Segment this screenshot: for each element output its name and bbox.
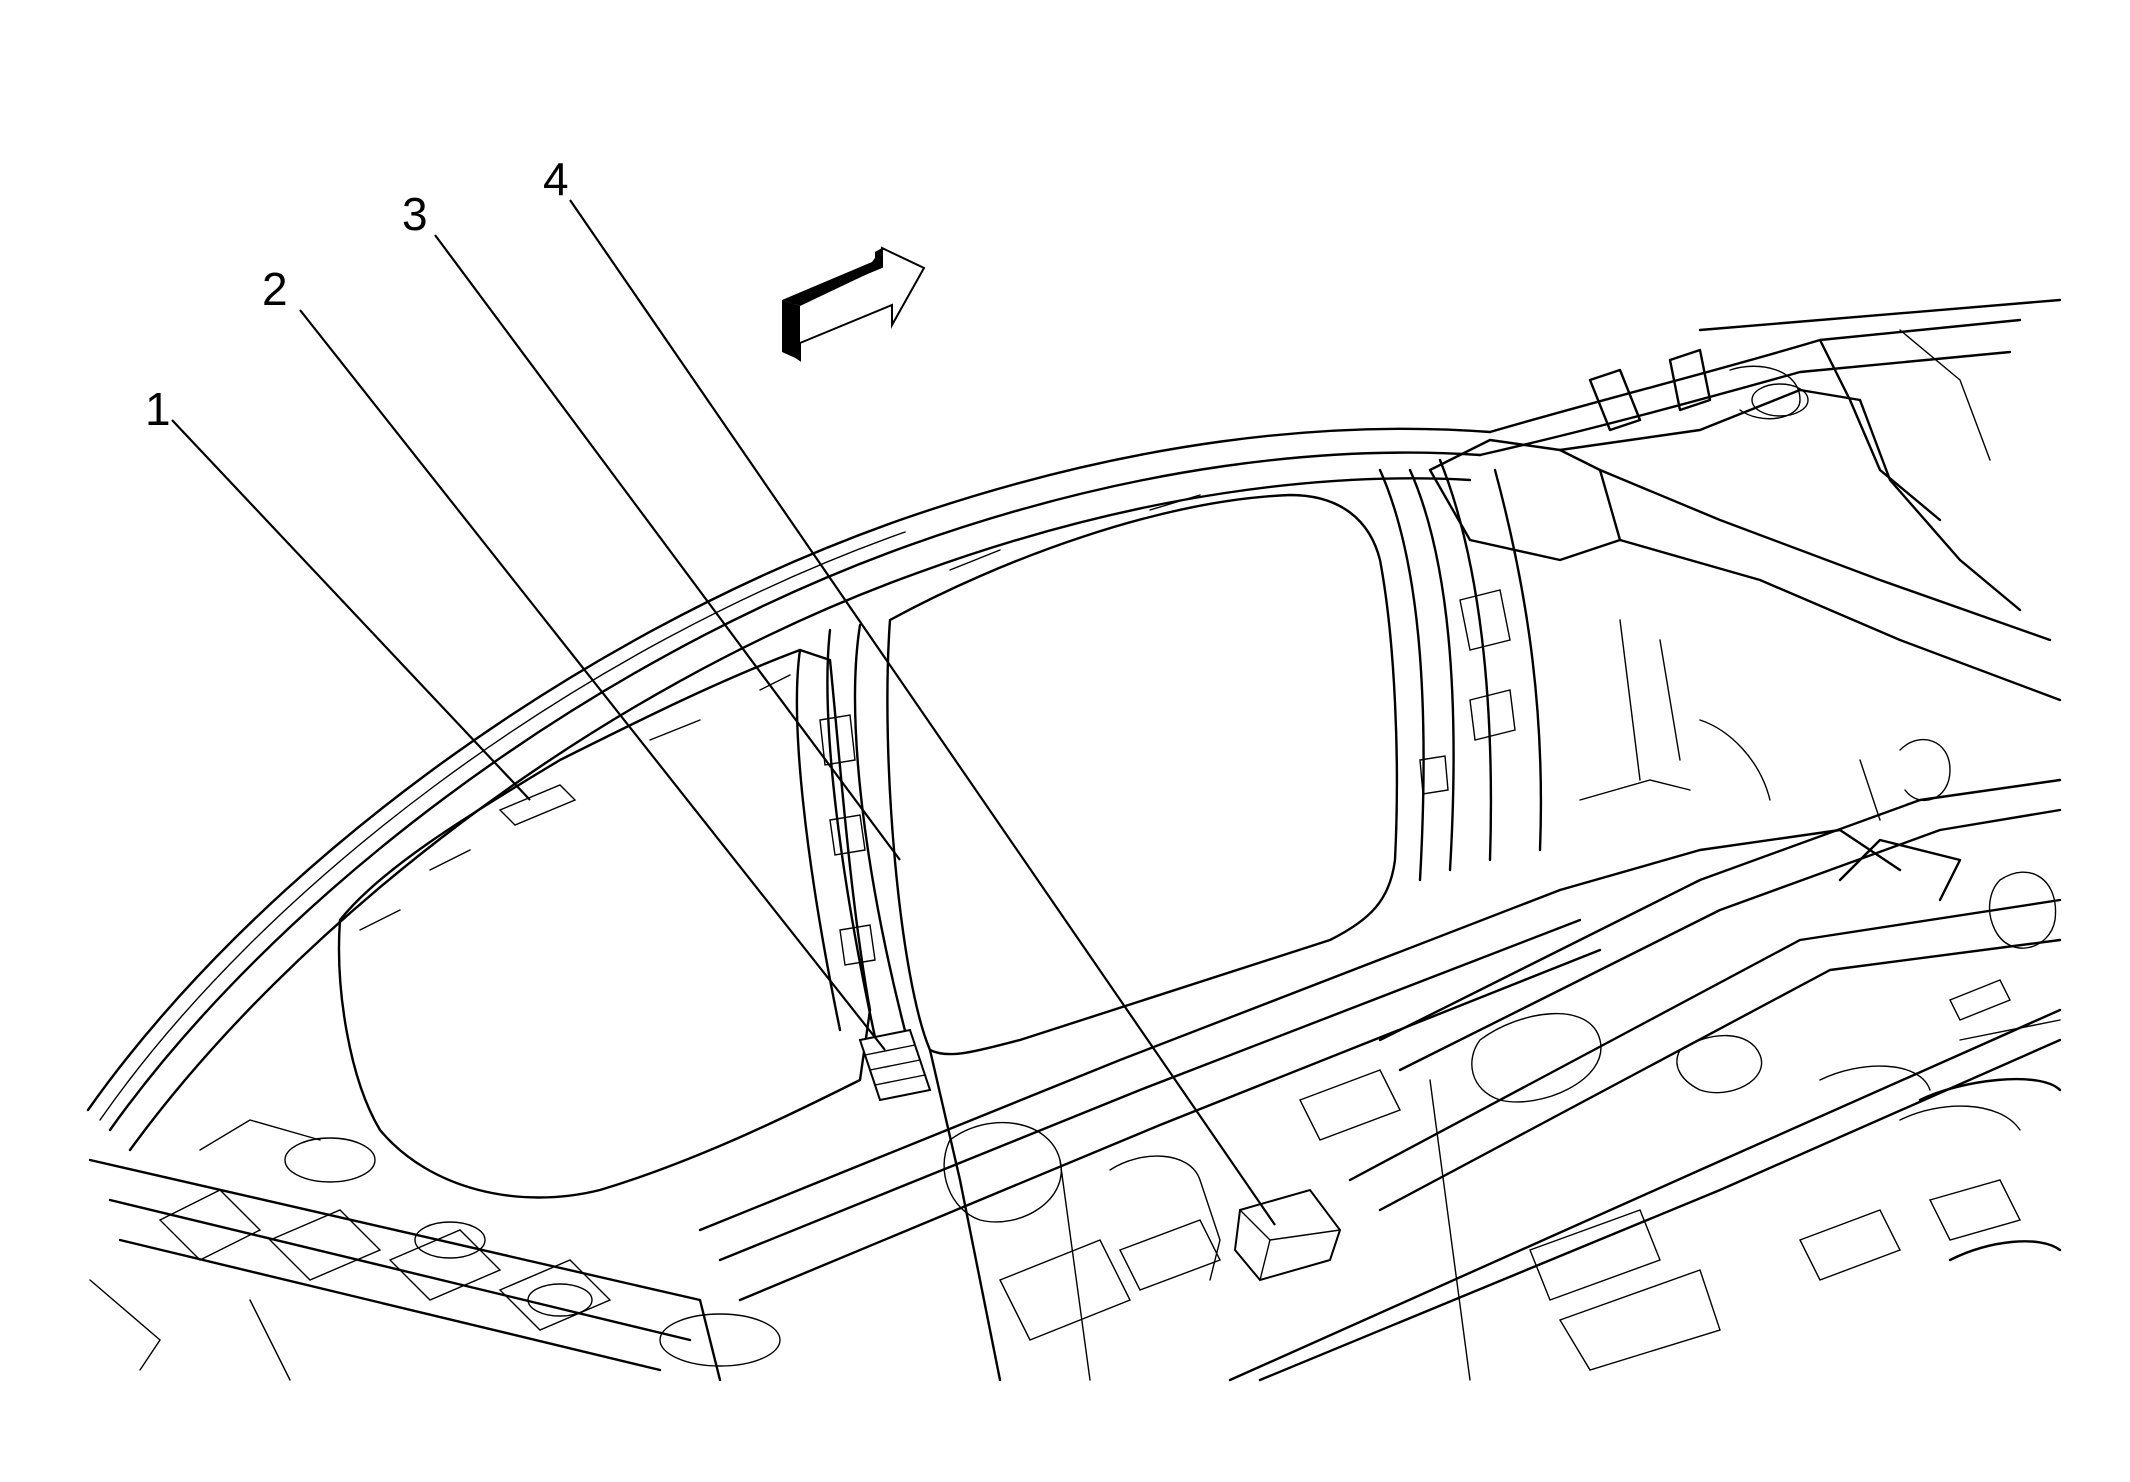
callout-label-3: 3 (402, 188, 428, 240)
callout-leader-lines (171, 199, 1276, 1226)
callout-labels: 1 2 3 4 (145, 153, 569, 435)
leader-line-2 (299, 309, 886, 1051)
callout-label-2: 2 (262, 263, 288, 315)
leader-line-1 (171, 419, 531, 801)
callout-label-4: 4 (543, 153, 569, 205)
front-direction-arrow-icon (782, 246, 926, 362)
leader-line-4 (569, 199, 1276, 1226)
callout-label-1: 1 (145, 383, 171, 435)
vehicle-body-outline (86, 298, 2062, 1382)
leader-line-3 (434, 234, 901, 861)
